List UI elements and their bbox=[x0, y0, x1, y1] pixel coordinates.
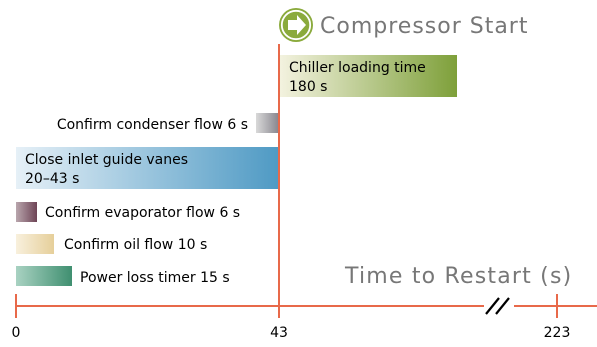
bar-rect-inlet-guide-vanes bbox=[16, 147, 278, 189]
event-title: Compressor Start bbox=[320, 14, 528, 39]
axis-break-icon bbox=[484, 297, 514, 315]
bar-label-chiller-loading-line-2: 180 s bbox=[289, 79, 327, 95]
bar-rect-evaporator-flow bbox=[16, 202, 37, 222]
bar-evaporator-flow: Confirm evaporator flow 6 s bbox=[16, 202, 240, 222]
bar-label-inlet-guide-vanes-line-1: Close inlet guide vanes bbox=[25, 152, 188, 168]
bar-chiller-loading: Chiller loading time 180 s bbox=[280, 55, 457, 97]
bars-layer: Chiller loading time 180 s Confirm condens… bbox=[16, 55, 457, 286]
bar-rect-chiller-loading bbox=[280, 55, 457, 97]
bar-rect-power-loss-timer bbox=[16, 266, 72, 286]
bar-oil-flow: Confirm oil flow 10 s bbox=[16, 234, 207, 254]
bar-label-chiller-loading-line-1: Chiller loading time bbox=[289, 60, 426, 76]
tick-label-223: 223 bbox=[544, 325, 571, 341]
axis-title: Time to Restart (s) bbox=[344, 264, 572, 289]
bar-label-oil-flow: Confirm oil flow 10 s bbox=[64, 237, 207, 253]
tick-label-0: 0 bbox=[12, 325, 21, 341]
bar-inlet-guide-vanes: Close inlet guide vanes 20–43 s bbox=[16, 147, 278, 189]
bar-label-evaporator-flow: Confirm evaporator flow 6 s bbox=[45, 205, 240, 221]
tick-label-43: 43 bbox=[270, 325, 288, 341]
bar-rect-oil-flow bbox=[16, 234, 54, 254]
bar-label-inlet-guide-vanes-line-2: 20–43 s bbox=[25, 171, 79, 187]
bar-rect-condenser-flow bbox=[256, 113, 278, 133]
bar-condenser-flow: Confirm condenser flow 6 s bbox=[57, 113, 278, 133]
bar-power-loss-timer: Power loss timer 15 s bbox=[16, 266, 230, 286]
bar-label-condenser-flow: Confirm condenser flow 6 s bbox=[57, 117, 248, 133]
bar-label-power-loss-timer: Power loss timer 15 s bbox=[80, 270, 230, 286]
right-arrow-icon bbox=[279, 8, 313, 42]
